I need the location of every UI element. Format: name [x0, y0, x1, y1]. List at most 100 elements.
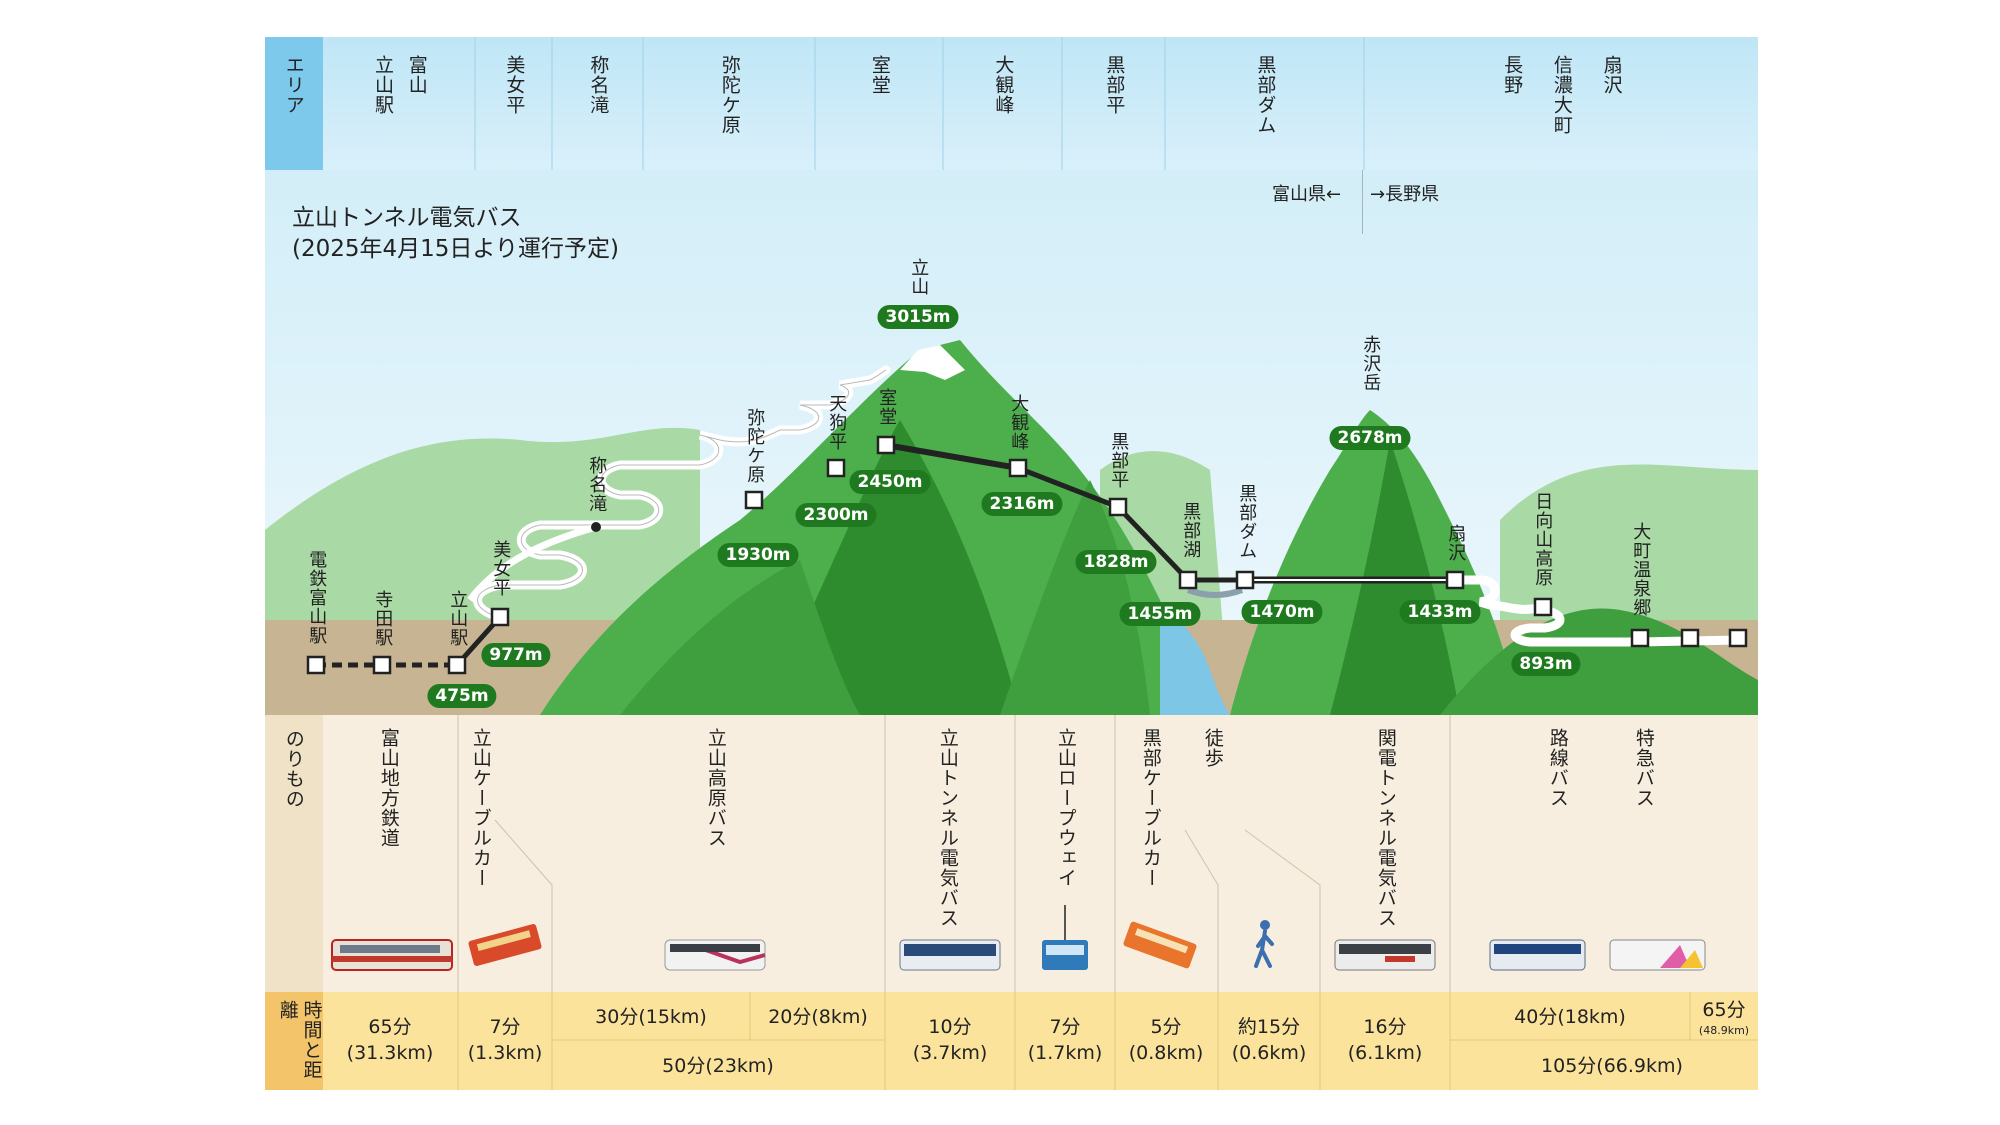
times-label: 時間と距離	[276, 1000, 323, 1080]
station-marker-1	[372, 655, 392, 675]
area-bijodaira: 美女平	[475, 37, 552, 170]
shomyo-falls-marker	[591, 522, 601, 532]
peak-akazawa-name: 赤沢岳	[1360, 335, 1382, 392]
prefecture-divider	[1362, 170, 1363, 234]
area-label: エリア	[282, 55, 305, 115]
time-express-bus: 65分 (48.9km)	[1699, 998, 1749, 1038]
time-toyama-chiho: 65分 (31.3km)	[347, 1015, 434, 1066]
title-line-1: 立山トンネル電気バス	[292, 205, 522, 231]
elevation-daikanbo: 2316m	[981, 492, 1063, 516]
station-dentetsu-toyama: 電鉄富山駅	[306, 550, 328, 645]
distance-value: (0.6km)	[1231, 1041, 1307, 1064]
bus-road-edge	[477, 369, 887, 618]
times-band	[265, 992, 1758, 1090]
area-name: 美女平	[503, 55, 526, 115]
area-name: 黒部平	[1103, 55, 1126, 115]
station-omachi-onsen: 大町温泉郷	[1630, 522, 1652, 617]
peak-akazawa-elevation: 2678m	[1329, 426, 1411, 450]
station-ogizawa: 扇沢	[1445, 524, 1467, 562]
area-kurobedaira: 黒部平	[1062, 37, 1165, 170]
time-value: 65分	[368, 1016, 412, 1038]
time-value: 7分	[1049, 1016, 1081, 1038]
station-marker-0	[306, 655, 326, 675]
ride-express-bus: 特急バス	[1632, 728, 1655, 808]
area-label-cell: エリア	[265, 37, 323, 170]
area-kurobe-dam: 黒部ダム	[1165, 37, 1364, 170]
station-hinatayama: 日向山高原	[1532, 492, 1554, 587]
ride-tateyama-kogen-bus: 立山高原バス	[704, 728, 727, 848]
prefecture-right: →長野県	[1370, 184, 1440, 205]
time-kanden-tunnel-bus: 16分 (6.1km)	[1348, 1015, 1423, 1066]
ride-route-bus: 路線バス	[1546, 728, 1569, 808]
station-terada: 寺田駅	[372, 590, 394, 647]
time-value: 5分	[1150, 1016, 1182, 1038]
ride-tateyama-cable: 立山ケーブルカー	[469, 728, 492, 888]
tunnel-bus-line	[885, 442, 1019, 471]
area-name: 信濃大町	[1550, 55, 1573, 135]
electric-bus-icon	[1334, 939, 1436, 971]
station-bijodaira: 美女平	[490, 540, 512, 597]
station-kurobe-dam: 黒部ダム	[1236, 484, 1258, 560]
ride-walking: 徒歩	[1201, 728, 1224, 768]
station-tateyama: 立山駅	[447, 590, 469, 647]
time-value: 7分	[489, 1016, 521, 1038]
area-midagahara: 弥陀ケ原	[643, 37, 815, 170]
area-name: 扇沢	[1600, 55, 1623, 95]
time-value: 16分	[1363, 1016, 1407, 1038]
dam-structure	[1186, 587, 1244, 598]
station-kurobedaira: 黒部平	[1108, 432, 1130, 489]
area-name: 大観峰	[992, 55, 1015, 115]
rides-label-cell: のりもの	[265, 715, 323, 992]
station-marker-14	[1680, 628, 1700, 648]
area-shomyo: 称名滝	[552, 37, 643, 170]
electric-bus-icon	[899, 939, 1001, 971]
area-toyama: 立山駅 富山	[323, 37, 475, 170]
distance-value: (6.1km)	[1347, 1041, 1423, 1064]
distance-value: (48.9km)	[1698, 1023, 1750, 1037]
station-midagahara: 弥陀ケ原	[744, 408, 766, 484]
elevation-hinatayama: 893m	[1511, 652, 1581, 676]
station-murodo: 室堂	[876, 388, 898, 426]
time-route-bus: 40分(18km)	[1514, 1006, 1626, 1028]
station-marker-8	[1108, 497, 1128, 517]
peak-tateyama-elevation: 3015m	[877, 305, 959, 329]
distance-value: (3.7km)	[912, 1041, 988, 1064]
elevation-tengudaira: 2300m	[795, 503, 877, 527]
bus-icon	[664, 939, 766, 971]
station-marker-5	[826, 458, 846, 478]
area-name: 長野	[1501, 55, 1524, 95]
rides-label: のりもの	[282, 729, 305, 809]
title-line-2: (2025年4月15日より運行予定)	[292, 236, 619, 263]
time-kogen-bus-part1: 30分(15km)	[595, 1006, 707, 1028]
station-kurobeko: 黒部湖	[1180, 502, 1202, 559]
distance-value: (0.8km)	[1128, 1041, 1204, 1064]
elevation-midagahara: 1930m	[717, 543, 799, 567]
ride-tateyama-ropeway: 立山ロープウェイ	[1054, 728, 1077, 888]
distance-value: (1.7km)	[1027, 1041, 1103, 1064]
station-marker-4	[744, 490, 764, 510]
express-bus-icon	[1609, 939, 1706, 971]
time-value: 65分	[1702, 999, 1746, 1021]
elevation-murodo: 2450m	[849, 470, 931, 494]
station-shomyo: 称名滝	[586, 456, 608, 513]
elevation-bijodaira: 977m	[481, 643, 551, 667]
station-tengudaira: 天狗平	[826, 394, 848, 451]
area-name: 称名滝	[587, 55, 610, 115]
time-kogen-bus-part2: 20分(8km)	[768, 1006, 868, 1028]
station-marker-2	[447, 655, 467, 675]
time-bus-total: 105分(66.9km)	[1541, 1055, 1683, 1077]
area-murodo: 室堂	[815, 37, 943, 170]
elevation-tateyama: 475m	[427, 684, 497, 708]
time-kogen-bus-total: 50分(23km)	[662, 1055, 774, 1077]
time-tateyama-cable: 7分 (1.3km)	[468, 1015, 543, 1066]
ride-tateyama-tunnel-bus: 立山トンネル電気バス	[936, 728, 959, 928]
ropeway-icon	[1042, 905, 1088, 970]
area-name: 弥陀ケ原	[718, 55, 741, 135]
area-name: 富山	[405, 55, 428, 95]
peak-tateyama-name: 立山	[908, 258, 930, 296]
